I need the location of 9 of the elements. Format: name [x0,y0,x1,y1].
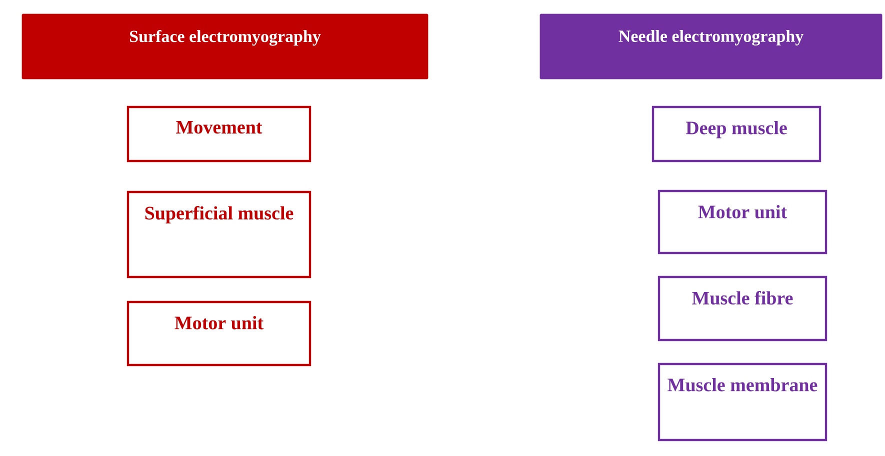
header-box: Surface electromyography [22,14,428,80]
term-box: Superficial muscle [126,190,312,278]
term-box: Motor unit [126,300,312,366]
term-box: Muscle fibre [658,276,828,342]
term-box: Deep muscle [652,106,822,162]
term-box: Muscle membrane [658,362,828,442]
term-box: Movement [126,106,312,162]
term-box: Motor unit [658,190,828,254]
header-box: Needle electromyography [540,14,882,80]
